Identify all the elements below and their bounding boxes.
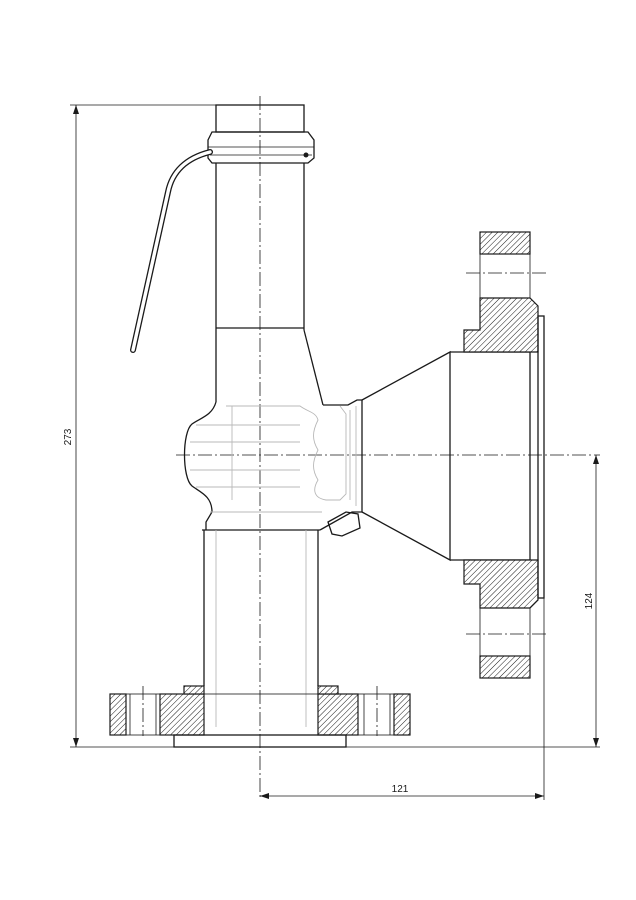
flange-section-left-outer — [109, 693, 127, 736]
center-lines — [142, 96, 600, 800]
bonnet-taper — [303, 329, 324, 406]
outlet-flange-bottom-outer — [479, 655, 531, 679]
drain-plug — [327, 511, 361, 537]
outlet-flange-face — [537, 315, 545, 599]
dim-label-outlet-offset: 121 — [392, 784, 409, 795]
valve-body — [183, 399, 363, 537]
flange-collar-right — [317, 685, 339, 695]
dimension-outlet-height: 124 — [346, 455, 600, 748]
valve-cap — [207, 104, 315, 164]
lever-pin — [303, 152, 309, 158]
flange-collar-left — [183, 685, 205, 695]
body-ghost-contour — [226, 405, 347, 501]
inlet-flange — [109, 685, 411, 748]
flange-face — [173, 734, 347, 748]
lifting-lever — [130, 149, 213, 353]
bonnet — [215, 163, 324, 406]
flange-section-left-inner — [159, 693, 205, 736]
dim-label-outlet-height: 124 — [584, 592, 595, 609]
outlet-flange-top-inner — [463, 297, 539, 353]
cone-outline — [361, 350, 451, 562]
body-outline-left — [183, 401, 217, 530]
outlet-flange-top-outer — [479, 231, 531, 255]
dimension-overall-height: 273 — [63, 104, 216, 748]
outlet-flange — [463, 231, 545, 679]
flange-section-right-outer — [393, 693, 411, 736]
dim-label-overall-height: 273 — [63, 428, 74, 445]
flange-section-right-inner — [317, 693, 359, 736]
outlet-flange-bottom-inner — [463, 559, 539, 609]
dimension-outlet-offset: 121 — [260, 598, 545, 800]
cap-nut — [207, 131, 315, 164]
inlet-neck — [202, 529, 320, 727]
outlet-bolt-hole-bottom — [479, 607, 531, 657]
outlet-bolt-hole-top — [479, 253, 531, 299]
outlet-cone — [361, 350, 531, 562]
